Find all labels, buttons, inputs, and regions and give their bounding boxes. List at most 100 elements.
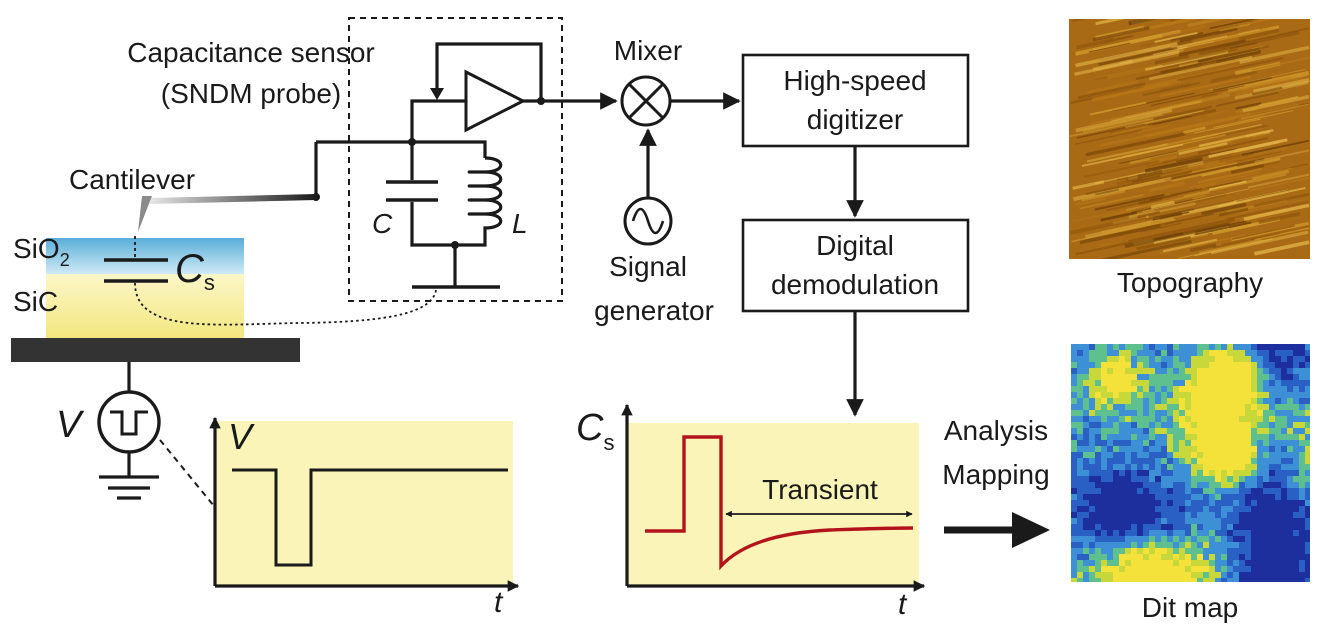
dit-map-texture-cell	[1221, 440, 1227, 446]
dit-map-texture-cell	[1089, 512, 1095, 518]
dit-map-texture-cell	[1107, 428, 1113, 434]
dit-map-texture-cell	[1221, 386, 1227, 392]
topography-texture-streak	[1148, 132, 1218, 150]
dit-map-texture-cell	[1209, 470, 1215, 476]
dit-map-texture-cell	[1137, 578, 1143, 582]
dit-map-texture-cell	[1167, 530, 1173, 536]
dit-map-texture-cell	[1083, 554, 1089, 560]
dit-map-texture-cell	[1167, 434, 1173, 440]
dit-map-texture-cell	[1095, 428, 1101, 434]
dit-map-texture-cell	[1191, 380, 1197, 386]
dit-map-texture-cell	[1185, 416, 1191, 422]
dit-map-texture-cell	[1071, 386, 1077, 392]
dit-map-texture-cell	[1155, 350, 1161, 356]
dit-map-texture-cell	[1107, 542, 1113, 548]
dit-map-texture-cell	[1263, 494, 1269, 500]
dit-map-texture-cell	[1263, 500, 1269, 506]
dit-map-texture-cell	[1185, 374, 1191, 380]
dit-map-texture-cell	[1179, 344, 1185, 350]
dit-map-texture-cell	[1227, 404, 1233, 410]
dit-map-texture-cell	[1113, 530, 1119, 536]
dit-map-texture-cell	[1155, 470, 1161, 476]
dit-map-texture-cell	[1245, 518, 1251, 524]
dit-map-texture-cell	[1251, 572, 1257, 578]
dit-map-texture-cell	[1173, 524, 1179, 530]
dit-map-texture-cell	[1107, 524, 1113, 530]
dit-map-texture-cell	[1203, 392, 1209, 398]
topography-texture-streak	[1183, 126, 1206, 134]
dit-map-texture-cell	[1233, 578, 1239, 582]
dit-map-texture-cell	[1215, 554, 1221, 560]
dit-map-texture-cell	[1263, 446, 1269, 452]
dit-map-texture-cell	[1173, 482, 1179, 488]
dit-map-texture-cell	[1203, 542, 1209, 548]
dit-map-texture-cell	[1209, 368, 1215, 374]
dit-map-texture-cell	[1125, 512, 1131, 518]
dit-map-texture-cell	[1161, 368, 1167, 374]
dit-map-texture-cell	[1275, 524, 1281, 530]
dit-map-texture-cell	[1275, 458, 1281, 464]
dit-map-texture-cell	[1197, 386, 1203, 392]
topography-texture-streak	[1086, 143, 1168, 163]
dit-map-texture-cell	[1143, 374, 1149, 380]
dit-map-texture-cell	[1173, 500, 1179, 506]
dit-map-texture-cell	[1227, 470, 1233, 476]
topography-texture-streak	[1069, 117, 1154, 138]
signal-label: Signal	[609, 251, 687, 282]
dit-map-texture-cell	[1173, 506, 1179, 512]
dit-map-texture-cell	[1107, 530, 1113, 536]
dit-map-texture-cell	[1251, 494, 1257, 500]
dit-map-texture-cell	[1077, 560, 1083, 566]
dit-map-texture-cell	[1149, 446, 1155, 452]
dit-map-texture-cell	[1173, 476, 1179, 482]
feedback-arrowhead	[430, 88, 444, 100]
dit-map-texture-cell	[1143, 404, 1149, 410]
dit-map-texture-cell	[1125, 578, 1131, 582]
dit-map-texture-cell	[1221, 578, 1227, 582]
dit-map-texture-cell	[1077, 500, 1083, 506]
dit-map-texture-cell	[1197, 560, 1203, 566]
dit-map-texture-cell	[1173, 464, 1179, 470]
dit-map-texture-cell	[1263, 560, 1269, 566]
demod-label-line1: Digital	[816, 230, 894, 261]
dit-map-texture-cell	[1275, 554, 1281, 560]
dit-map-texture-cell	[1077, 422, 1083, 428]
dit-map-texture-cell	[1281, 524, 1287, 530]
dit-map-texture-cell	[1155, 398, 1161, 404]
dit-map-texture-cell	[1233, 362, 1239, 368]
dit-map-texture-cell	[1089, 410, 1095, 416]
dit-map-texture-cell	[1269, 386, 1275, 392]
dit-map-texture-cell	[1173, 374, 1179, 380]
dit-map-texture-cell	[1257, 578, 1263, 582]
dit-map-texture-cell	[1149, 362, 1155, 368]
dit-map-texture-cell	[1257, 446, 1263, 452]
dit-map-texture-cell	[1263, 350, 1269, 356]
dit-map-texture-cell	[1269, 488, 1275, 494]
dit-map-texture-cell	[1263, 344, 1269, 350]
dit-map-texture-cell	[1275, 386, 1281, 392]
dit-map-texture-cell	[1125, 446, 1131, 452]
dit-map-texture-cell	[1305, 530, 1310, 536]
topography-texture-streak	[1100, 215, 1175, 235]
dit-map-texture-cell	[1275, 572, 1281, 578]
dit-map-texture-cell	[1191, 416, 1197, 422]
dit-map-texture-cell	[1257, 548, 1263, 554]
dit-map-texture-cell	[1083, 452, 1089, 458]
dit-map-texture-cell	[1155, 482, 1161, 488]
dit-map-texture-cell	[1251, 410, 1257, 416]
dit-map-texture-cell	[1281, 566, 1287, 572]
dit-map-texture-cell	[1275, 350, 1281, 356]
dit-map-texture-cell	[1203, 548, 1209, 554]
topography-texture-streak	[1247, 173, 1310, 189]
dit-map-texture-cell	[1113, 398, 1119, 404]
dit-map-texture-cell	[1077, 410, 1083, 416]
topography-texture-streak	[1132, 175, 1161, 183]
dit-map-texture-cell	[1149, 518, 1155, 524]
topography-texture-streak	[1083, 159, 1160, 179]
dit-map-texture-cell	[1305, 536, 1310, 542]
dit-map-texture-cell	[1173, 416, 1179, 422]
dit-map-texture-cell	[1233, 368, 1239, 374]
dit-map-texture-cell	[1209, 572, 1215, 578]
dit-map-texture-cell	[1257, 536, 1263, 542]
dit-map-texture-cell	[1137, 542, 1143, 548]
